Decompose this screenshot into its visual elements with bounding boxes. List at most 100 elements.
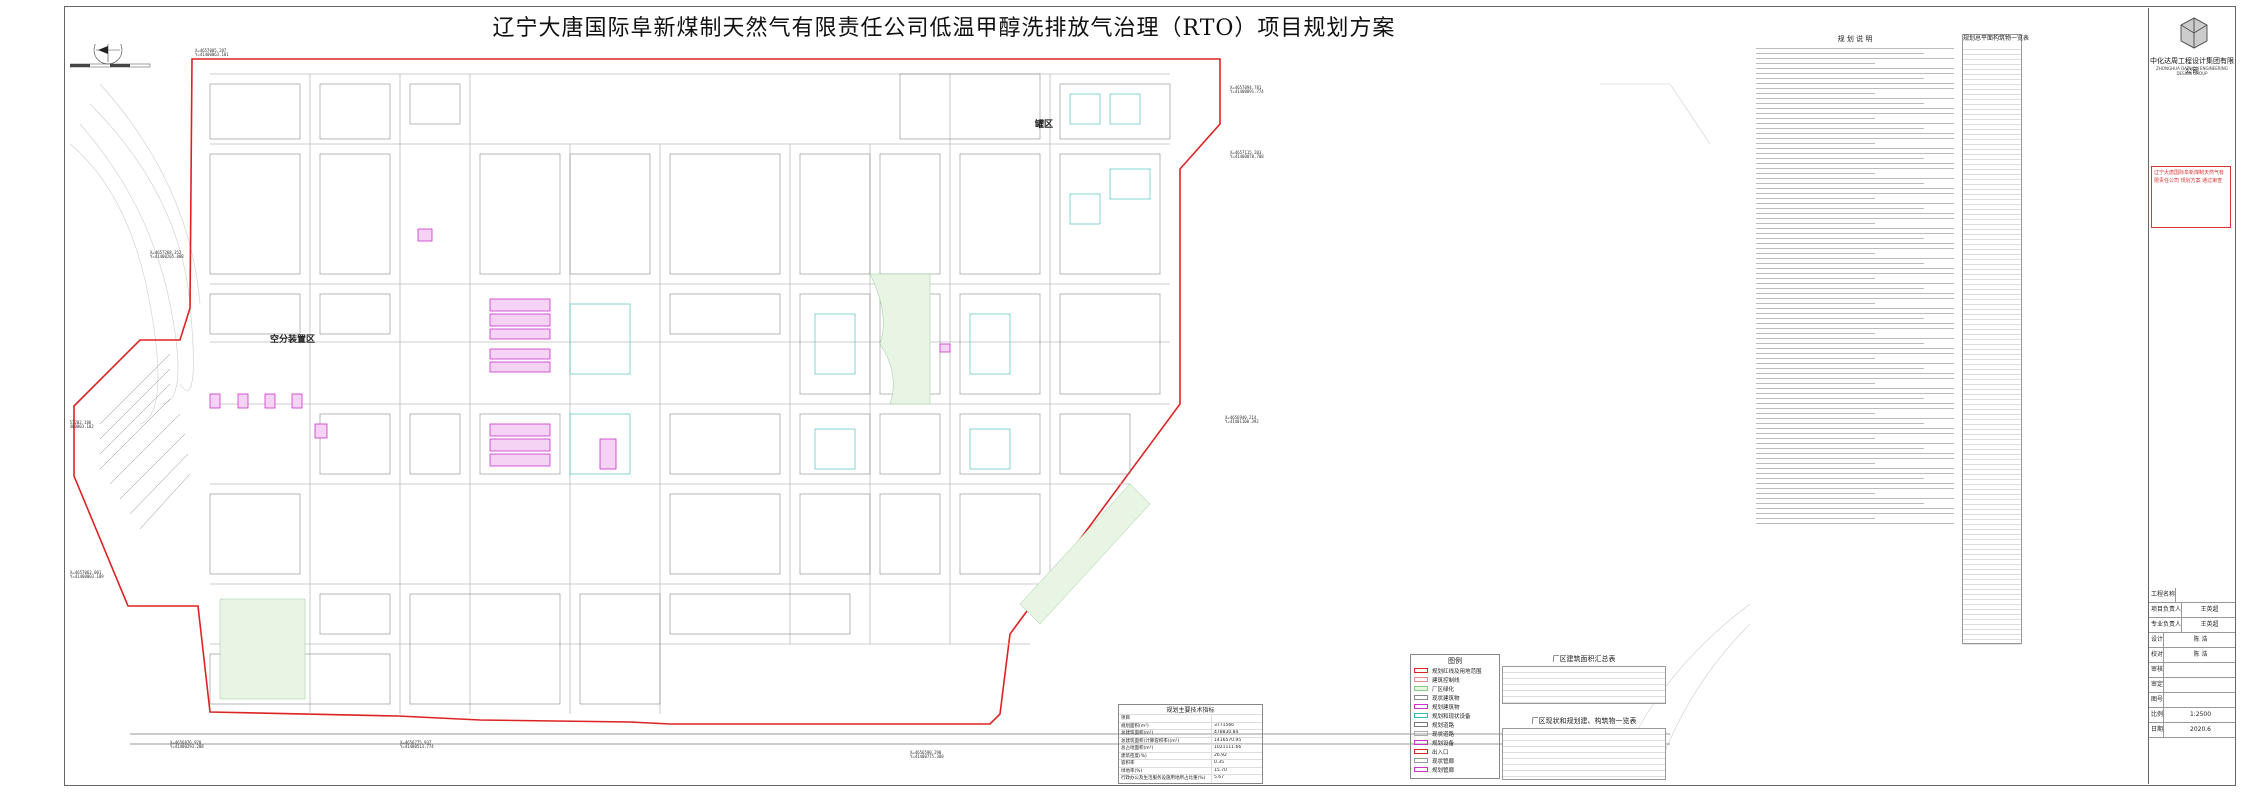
legend-item: 现状管廊 [1411, 756, 1499, 765]
indicators-title: 规划主要技术指标 [1166, 707, 1215, 714]
legend: 图例 规划红线及用地范围建筑控制线厂区绿化现状建筑物规划建筑物规划和现状设备规划… [1410, 654, 1500, 779]
cell-label: 校对 [2151, 651, 2164, 658]
summary-table-2-title: 厂区现状和规划建、构筑物一览表 [1531, 717, 1637, 725]
legend-label: 规划建筑物 [1432, 704, 1460, 711]
legend-item: 规划和现状设备 [1411, 711, 1499, 720]
summary-tables: 厂区建筑面积汇总表 厂区现状和规划建、构筑物一览表 [1502, 654, 1666, 784]
company-logo-icon [2180, 17, 2208, 49]
legend-item: 规划建筑物 [1411, 702, 1499, 711]
cell-value: 陈 浩 [2163, 633, 2235, 647]
legend-item: 规划红线及用地范围 [1411, 666, 1499, 675]
scale-bar [70, 63, 151, 68]
cell-label: 审核 [2151, 666, 2164, 673]
site-plan: X=4657005.287 Y=41400063.101 X=4657094.7… [70, 44, 1750, 765]
legend-swatch [1414, 695, 1428, 700]
cell-value: 陈 浩 [2163, 648, 2235, 662]
planned-buildings [209, 228, 951, 470]
svg-text:Y=41400775.380: Y=41400775.380 [910, 754, 944, 759]
legend-label: 建筑控制线 [1432, 677, 1460, 684]
cell-value: 王英超 [2181, 603, 2235, 617]
title-block-cell: 项目负责人王英超 [2149, 603, 2235, 618]
legend-item: 厂区绿化 [1411, 684, 1499, 693]
company-name: 中化达周工程设计集团有限公司 [2150, 57, 2234, 75]
legend-label: 现状建筑物 [1432, 695, 1460, 702]
indicator-row: 建筑密度(%)26.92 [1119, 751, 1262, 759]
title-block-cell: 审定 [2149, 678, 2235, 693]
title-block: 中化达周工程设计集团有限公司 ZHONGHUA DAZHOU ENGINEERI… [2148, 8, 2235, 784]
site-red-line [73, 58, 1221, 725]
legend-swatch [1414, 731, 1428, 736]
svg-text:Y=41400003.102: Y=41400003.102 [70, 424, 94, 429]
zone-label-air-separation: 空分装置区 [270, 335, 316, 345]
legend-label: 出入口 [1432, 749, 1449, 756]
drawing-title: 辽宁大唐国际阜新煤制天然气有限责任公司低温甲醇洗排放气治理（RTO）项目规划方案 [492, 16, 1396, 41]
indicator-row: 项目 [1119, 714, 1262, 722]
legend-swatch [1414, 668, 1428, 673]
legend-swatch [1414, 713, 1428, 718]
legend-item: 现状建筑物 [1411, 693, 1499, 702]
drawing-frame [64, 6, 2236, 786]
legend-swatch [1414, 704, 1428, 709]
legend-swatch [1414, 686, 1428, 691]
existing-equipment [569, 93, 1151, 475]
cell-value: 2020.6 [2163, 723, 2235, 737]
svg-text:X=4656876.970: X=4656876.970 [170, 740, 202, 745]
legend-swatch [1414, 749, 1428, 754]
indicator-row: 总建筑面积(m²)478830.84 [1119, 729, 1262, 737]
indicator-row: 总占地面积(m²)1021111.66 [1119, 744, 1262, 752]
svg-text:X=4657005.287: X=4657005.287 [195, 48, 227, 53]
legend-item: 现状道路 [1411, 729, 1499, 738]
legend-label: 规划红线及用地范围 [1432, 668, 1482, 675]
title-block-cell: 专业负责人王英超 [2149, 618, 2235, 633]
summary-table-1-title: 厂区建筑面积汇总表 [1552, 655, 1616, 663]
title-block-cell: 图号 [2149, 693, 2235, 708]
legend-item: 出入口 [1411, 747, 1499, 756]
legend-items: 规划红线及用地范围建筑控制线厂区绿化现状建筑物规划建筑物规划和现状设备规划道路现… [1411, 666, 1499, 774]
cell-label: 日期 [2151, 726, 2164, 733]
title-block-cell: 校对陈 浩 [2149, 648, 2235, 663]
building-table-title: 规划总平面构筑物一览表 [1963, 35, 2030, 42]
svg-text:Y=41400205.808: Y=41400205.808 [150, 254, 184, 259]
legend-title: 图例 [1448, 657, 1462, 665]
legend-swatch [1414, 767, 1428, 772]
cell-label: 审定 [2151, 681, 2164, 688]
indicator-row: 绿地率(%)15.70 [1119, 766, 1262, 774]
company-name-en: ZHONGHUA DAZHOU ENGINEERING DESIGN GROUP [2156, 66, 2228, 76]
svg-text:Y=41400003.109: Y=41400003.109 [70, 574, 104, 579]
svg-text:Y=41400870.708: Y=41400870.708 [1230, 154, 1264, 159]
terrain-lines [70, 83, 1750, 765]
legend-label: 现状管廊 [1432, 758, 1455, 765]
svg-text:Y=41400293.208: Y=41400293.208 [170, 744, 204, 749]
cell-value [2163, 663, 2235, 677]
svg-text:X=4657202.186: X=4657202.186 [70, 420, 92, 425]
svg-text:Y=41400891.774: Y=41400891.774 [1230, 89, 1264, 94]
title-block-cell: 设计陈 浩 [2149, 633, 2235, 648]
cell-value [2175, 588, 2235, 602]
notes-text-block [1756, 48, 1954, 528]
legend-swatch [1414, 740, 1428, 745]
title-block-cell: 工程名称 [2149, 588, 2235, 603]
notes-title: 规 划 说 明 [1837, 35, 1873, 43]
svg-text:Y=41400513.774: Y=41400513.774 [400, 744, 434, 749]
svg-text:X=4656775.937: X=4656775.937 [400, 740, 432, 745]
north-arrow-icon [93, 44, 123, 65]
indicator-row: 规划面积(m²)3771566 [1119, 721, 1262, 729]
legend-label: 规划设备 [1432, 740, 1455, 747]
indicator-row: 行政办公及生活服务设施用地所占比重(%)5.67 [1119, 774, 1262, 782]
title-block-cell: 审核 [2149, 663, 2235, 678]
svg-text:X=4657094.781: X=4657094.781 [1230, 85, 1262, 90]
legend-label: 厂区绿化 [1432, 686, 1455, 693]
cell-label: 比例 [2151, 711, 2164, 718]
svg-text:Y=41401100.392: Y=41401100.392 [1225, 419, 1259, 424]
indicator-row: 总建筑面积(计算容积率)(m²)1416570.95 [1119, 736, 1262, 744]
approval-stamp: 辽宁大唐国际阜新煤制天然气有限责任公司 规划方案 通过审查 [2151, 166, 2231, 228]
cell-label: 设计 [2151, 636, 2164, 643]
green-areas [219, 273, 1151, 700]
legend-label: 规划管廊 [1432, 767, 1455, 774]
summary-table-1-grid [1502, 666, 1666, 704]
cell-value: 1:2500 [2163, 708, 2235, 722]
cell-label: 项目负责人 [2151, 606, 2182, 613]
cell-label: 图号 [2151, 696, 2164, 703]
